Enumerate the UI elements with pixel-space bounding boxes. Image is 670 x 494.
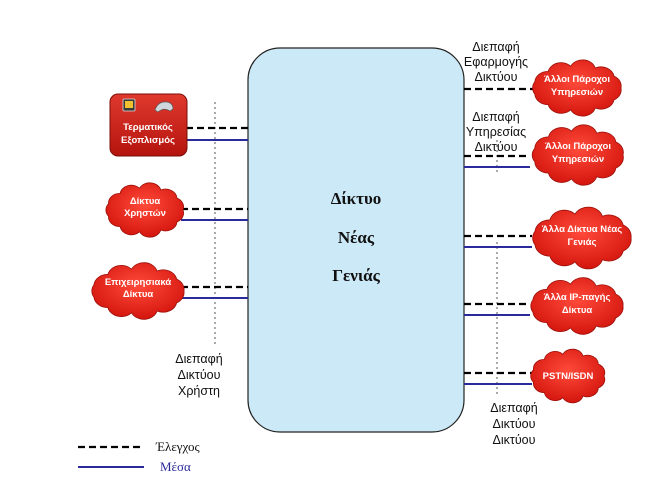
providers1-label-1: Άλλοι Πάροχοι [544, 74, 610, 85]
legend: Έλεγχος Μέσα [78, 439, 201, 474]
core-label-3: Γενιάς [332, 266, 380, 285]
service-providers-cloud-2 [531, 124, 624, 186]
ngn-other-label-2: Γενιάς [568, 237, 597, 248]
user-networks-cloud [105, 182, 184, 238]
core-label-2: Νέας [338, 228, 375, 247]
pstn-isdn-cloud [530, 348, 606, 404]
terminal-label-1: Τερματικός [123, 122, 173, 133]
phone-icon [154, 101, 174, 113]
terminal-label-2: Εξοπλισμός [121, 135, 175, 146]
user-iface-label-3: Χρήστη [178, 384, 220, 398]
user-iface-label-2: Δικτύου [178, 368, 221, 382]
user-nets-label-2: Χρηστών [124, 208, 166, 219]
ip-fixed-label-2: Δίκτυα [562, 305, 593, 316]
left-connectors [181, 126, 248, 299]
ip-fixed-networks-cloud [530, 277, 624, 335]
legend-control-label: Έλεγχος [155, 439, 201, 454]
other-ngn-cloud [532, 206, 632, 270]
user-iface-label-1: Διεπαφή [175, 352, 222, 366]
legend-media-label: Μέσα [160, 459, 191, 474]
providers2-label-2: Υπηρεσιών [552, 154, 604, 165]
core-label-1: Δίκτυο [331, 189, 382, 208]
service-iface-label-2: Υπηρεσίας [466, 125, 526, 139]
service-iface-label-1: Διεπαφή [472, 110, 519, 124]
right-connectors [464, 87, 534, 385]
app-iface-label-3: Δικτύου [475, 70, 518, 84]
network-iface-label-3: Δικτύου [493, 433, 536, 447]
network-iface-label-1: Διεπαφή [490, 401, 537, 415]
terminal-equipment-node: Τερματικός Εξοπλισμός [109, 93, 188, 157]
pstn-label: PSTN/ISDN [543, 371, 594, 382]
service-iface-label-3: Δικτύου [475, 140, 518, 154]
network-iface-label-2: Δικτύου [493, 417, 536, 431]
enterprise-label-1: Επιχειρησιακά [105, 277, 172, 288]
service-providers-cloud-1 [532, 59, 622, 117]
app-iface-label-1: Διεπαφή [472, 40, 519, 54]
enterprise-networks-cloud [91, 262, 185, 320]
core-network-box [247, 47, 465, 433]
app-iface-label-2: Εφαρμογής [464, 55, 528, 69]
ip-fixed-label-1: Άλλα IP-παγής [544, 292, 611, 303]
ngn-other-label-1: Άλλα Δίκτυα Νέας [542, 224, 622, 235]
enterprise-label-2: Δίκτυα [123, 289, 154, 300]
user-nets-label-1: Δίκτυα [130, 196, 161, 207]
providers1-label-2: Υπηρεσιών [551, 87, 603, 98]
providers2-label-1: Άλλοι Πάροχοι [545, 141, 611, 152]
